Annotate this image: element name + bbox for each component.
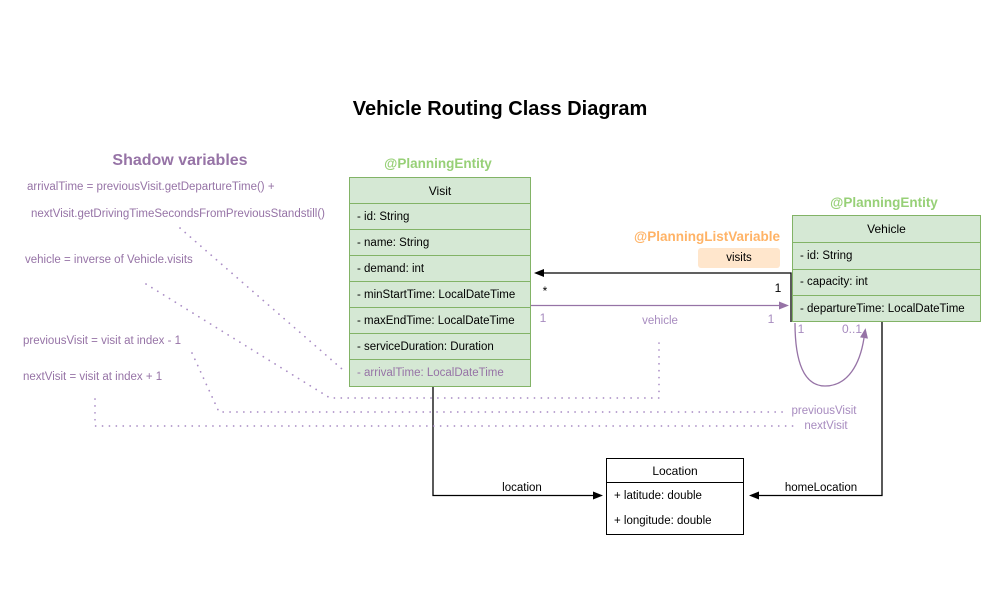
vehicle-multiplicity-at-vehicle: 1 — [767, 312, 775, 326]
shadow-variables-heading: Shadow variables — [112, 152, 248, 169]
planning-list-variable-annotation: @PlanningListVariable — [634, 229, 780, 244]
visits-label-badge[interactable]: visits — [698, 248, 780, 268]
home-location-association-line — [749, 322, 883, 500]
dotted-link-next-visit — [94, 398, 799, 427]
self-loop-multiplicity-source: 1 — [797, 322, 805, 336]
location-attribute-latitude: + latitude: double — [614, 489, 702, 502]
visit-attribute-service-duration: - serviceDuration: Duration — [350, 334, 530, 360]
location-association-line — [432, 385, 603, 500]
vehicle-attribute-id: - id: String — [793, 243, 980, 270]
visit-attribute-arrival-time: - arrivalTime: LocalDateTime — [357, 367, 504, 379]
previous-visit-label: previousVisit — [791, 405, 857, 417]
location-class-title: Location — [607, 459, 743, 483]
location-association-label: location — [502, 482, 542, 494]
self-loop-multiplicity-target: 0..1 — [841, 322, 863, 336]
visits-association-line — [534, 269, 792, 322]
vehicle-class-title: Vehicle — [793, 216, 980, 243]
visit-attribute-max-end-time: - maxEndTime: LocalDateTime — [350, 308, 530, 334]
visits-multiplicity-at-visit: * — [542, 284, 548, 298]
home-location-association-label: homeLocation — [784, 482, 858, 494]
dotted-link-previous-visit — [191, 352, 787, 413]
next-visit-label: nextVisit — [804, 420, 848, 432]
location-attribute-longitude: + longitude: double — [614, 515, 712, 528]
diagram-title: Vehicle Routing Class Diagram — [352, 98, 648, 120]
dotted-link-arrival-time — [179, 227, 343, 370]
visit-class[interactable]: Visit - id: String - name: String - dema… — [349, 177, 531, 387]
location-class[interactable]: Location + latitude: double + longitude:… — [606, 458, 744, 535]
vehicle-association-label: vehicle — [642, 315, 678, 327]
shadow-note-next-visit: nextVisit = visit at index + 1 — [23, 371, 163, 383]
visit-class-title: Visit — [350, 178, 530, 204]
visits-multiplicity-at-vehicle: 1 — [774, 281, 782, 295]
visit-attribute-name: - name: String — [350, 230, 530, 256]
visit-attribute-demand: - demand: int — [350, 256, 530, 282]
shadow-note-previous-visit: previousVisit = visit at index - 1 — [23, 335, 181, 347]
shadow-note-vehicle: vehicle = inverse of Vehicle.visits — [25, 254, 193, 266]
vehicle-class[interactable]: Vehicle - id: String - capacity: int - d… — [792, 215, 981, 322]
visit-attribute-id: - id: String — [350, 204, 530, 230]
shadow-note-arrival-time-2: nextVisit.getDrivingTimeSecondsFromPrevi… — [31, 208, 325, 220]
vehicle-multiplicity-at-visit: 1 — [539, 311, 547, 325]
self-loop-line — [794, 322, 868, 387]
shadow-note-arrival-time-1: arrivalTime = previousVisit.getDeparture… — [27, 181, 275, 193]
visit-planning-entity-annotation: @PlanningEntity — [384, 156, 492, 171]
vehicle-attribute-capacity: - capacity: int — [793, 270, 980, 296]
vehicle-planning-entity-annotation: @PlanningEntity — [830, 195, 938, 210]
visit-attribute-min-start-time: - minStartTime: LocalDateTime — [350, 282, 530, 308]
vehicle-attribute-departure-time: - departureTime: LocalDateTime — [800, 303, 965, 316]
